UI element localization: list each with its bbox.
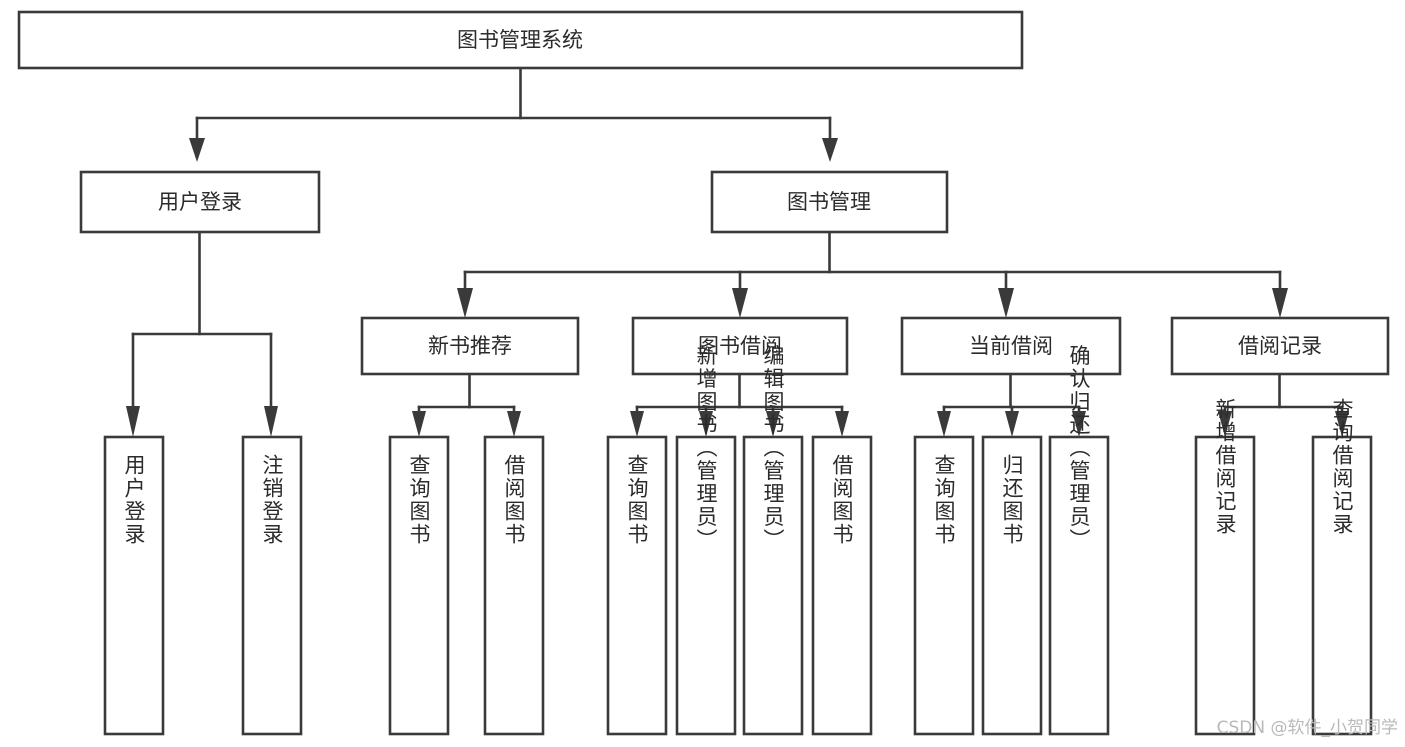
connector-group-new-book — [412, 372, 521, 437]
arrow-head-icon — [189, 138, 205, 162]
leaf-return-book-box[interactable] — [981, 435, 1043, 736]
arrow-head-icon — [766, 411, 780, 437]
node-new-book-recommend-label: 新书推荐 — [428, 334, 512, 358]
node-user-login[interactable]: 用户登录 — [79, 170, 321, 234]
leaf-add-book-box[interactable] — [675, 435, 737, 736]
arrow-head-icon — [937, 411, 951, 437]
node-book-management-box[interactable] — [710, 170, 949, 234]
leaf-query-book-2-box[interactable] — [606, 435, 668, 736]
node-book-management[interactable]: 图书管理 — [710, 170, 949, 234]
connector-group-current-borrow — [937, 372, 1086, 437]
arrow-head-icon — [732, 288, 748, 318]
watermark: CSDN @软件_小贺同学 — [1217, 718, 1398, 738]
leaf-confirm-return-label: 确认归还（管理员） — [1067, 345, 1091, 552]
node-current-borrow[interactable]: 当前借阅 — [900, 316, 1122, 376]
leaf-borrow-book-1-box[interactable] — [483, 435, 545, 736]
arrow-head-icon — [822, 138, 838, 162]
node-user-login-box[interactable] — [79, 170, 321, 234]
leaf-add-record-box[interactable] — [1194, 435, 1256, 736]
node-new-book-recommend-box[interactable] — [360, 316, 580, 376]
leaf-query-book-3[interactable]: 查询图书 — [913, 435, 975, 736]
connector-group-borrow-record — [1218, 372, 1349, 437]
node-root[interactable]: 图书管理系统 — [17, 10, 1024, 70]
leaf-confirm-return[interactable]: 确认归还（管理员） — [1048, 345, 1110, 736]
node-new-book-recommend[interactable]: 新书推荐 — [360, 316, 580, 376]
leaf-add-book-label: 新增图书（管理员） — [694, 345, 718, 552]
arrow-head-icon — [630, 411, 644, 437]
leaf-edit-book-label: 编辑图书（管理员） — [761, 345, 785, 552]
leaf-add-record[interactable]: 新增借阅记录 — [1194, 398, 1256, 736]
node-borrow-record-label: 借阅记录 — [1238, 334, 1322, 358]
leaf-borrow-book-1[interactable]: 借阅图书 — [483, 435, 545, 736]
leaf-return-book[interactable]: 归还图书 — [981, 435, 1043, 736]
leaf-query-book-2-label: 查询图书 — [625, 454, 649, 546]
node-book-borrow[interactable]: 图书借阅 — [631, 316, 849, 376]
leaf-user-login[interactable]: 用户登录 — [103, 435, 165, 736]
leaf-borrow-book-1-label: 借阅图书 — [502, 454, 526, 546]
connector-group-book-mgmt — [457, 230, 1288, 318]
leaf-confirm-return-box[interactable] — [1048, 435, 1110, 736]
arrow-head-icon — [507, 411, 521, 437]
arrow-head-icon — [1218, 411, 1232, 437]
node-borrow-record[interactable]: 借阅记录 — [1170, 316, 1390, 376]
node-book-borrow-box[interactable] — [631, 316, 849, 376]
connector-group-user-login — [126, 230, 278, 437]
leaf-add-book[interactable]: 新增图书（管理员） — [675, 345, 737, 736]
node-book-borrow-label: 图书借阅 — [698, 334, 782, 358]
leaf-query-book-1[interactable]: 查询图书 — [388, 435, 450, 736]
leaf-user-logout-box[interactable] — [241, 435, 303, 736]
leaf-query-book-1-label: 查询图书 — [407, 454, 431, 546]
leaf-query-book-3-box[interactable] — [913, 435, 975, 736]
node-borrow-record-box[interactable] — [1170, 316, 1390, 376]
leaf-user-logout[interactable]: 注销登录 — [241, 435, 303, 736]
leaf-query-record-label: 查询借阅记录 — [1330, 398, 1354, 536]
node-current-borrow-label: 当前借阅 — [969, 334, 1053, 358]
leaf-query-book-1-box[interactable] — [388, 435, 450, 736]
connector-group-root — [189, 66, 838, 162]
arrow-head-icon — [412, 411, 426, 437]
node-root-label: 图书管理系统 — [457, 28, 583, 52]
node-book-management-label: 图书管理 — [787, 190, 871, 214]
arrow-head-icon — [1072, 411, 1086, 437]
leaf-query-book-2[interactable]: 查询图书 — [606, 435, 668, 736]
leaf-query-record-box[interactable] — [1311, 435, 1373, 736]
connector-group-book-borrow — [630, 372, 849, 437]
node-root-box[interactable] — [17, 10, 1024, 70]
leaf-edit-book-box[interactable] — [742, 435, 804, 736]
node-user-login-label: 用户登录 — [158, 190, 242, 214]
leaf-return-book-label: 归还图书 — [1000, 454, 1024, 546]
arrow-head-icon — [457, 288, 473, 318]
leaf-add-record-label: 新增借阅记录 — [1213, 398, 1237, 536]
leaf-user-login-box[interactable] — [103, 435, 165, 736]
node-current-borrow-box[interactable] — [900, 316, 1122, 376]
arrow-head-icon — [998, 288, 1014, 318]
arrow-head-icon — [264, 406, 278, 437]
leaf-query-book-3-label: 查询图书 — [932, 454, 956, 546]
arrow-head-icon — [1005, 411, 1019, 437]
leaf-user-logout-label: 注销登录 — [260, 454, 284, 546]
arrow-head-icon — [1335, 411, 1349, 437]
arrow-head-icon — [1272, 288, 1288, 318]
leaf-query-record[interactable]: 查询借阅记录 — [1311, 398, 1373, 736]
leaf-edit-book[interactable]: 编辑图书（管理员） — [742, 345, 804, 736]
arrow-head-icon — [699, 411, 713, 437]
leaf-user-login-label: 用户登录 — [122, 454, 146, 546]
leaf-borrow-book-2-box[interactable] — [811, 435, 873, 736]
leaf-borrow-book-2-label: 借阅图书 — [830, 454, 854, 546]
arrow-head-icon — [126, 406, 140, 437]
arrow-head-icon — [835, 411, 849, 437]
leaf-borrow-book-2[interactable]: 借阅图书 — [811, 435, 873, 736]
